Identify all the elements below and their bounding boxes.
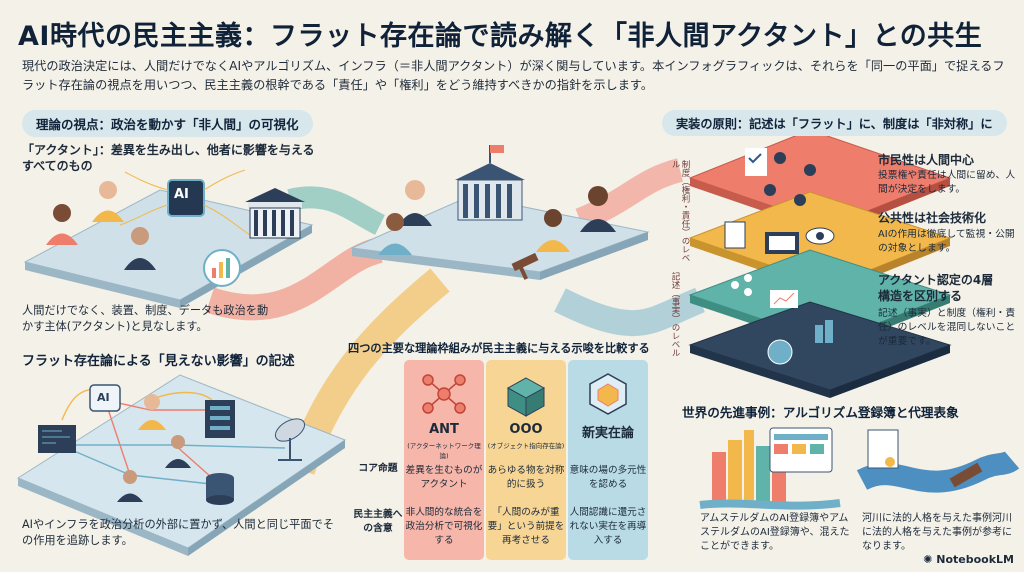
monitor-icon: [765, 232, 799, 254]
theory-pill: 理論の視点：政治を動かす「非人間」の可視化: [22, 110, 313, 137]
flat-ontology-heading: フラット存在論による「見えない影響」の記述: [22, 354, 295, 369]
person-icon-3: [124, 227, 156, 270]
cell-ooo-core: あらゆる物を対称的に扱う: [487, 465, 565, 490]
table-heading: 四つの主要な理論枠組みが民主主義に与える示唆を比較する: [348, 342, 650, 355]
ai-node-icon: [89, 384, 121, 412]
column-name-ooo: OOO: [509, 422, 543, 437]
cell-ant-implication: 非人間的な統合を政治分析で可視化する: [405, 507, 483, 546]
cell-ooo-implication: 「人間のみが重要」という前提を再考させる: [487, 507, 565, 546]
comparison-table: コア命題 民主主義への含意 ANT (アクターネットワーク理論) 差異を生むもの…: [352, 360, 652, 562]
column-sub-ooo: (オブジェクト指向存在論): [487, 442, 565, 450]
vertical-label-institution: 制度（権利・責任）のレベル: [670, 160, 690, 262]
capitol-building-icon: [455, 145, 525, 221]
person-icon-9: [165, 435, 191, 468]
ribbon-teal: [287, 186, 386, 235]
notebooklm-badge: ✺ NotebookLM: [923, 553, 1014, 566]
gavel-icon: [511, 252, 539, 280]
server-icon: [205, 400, 235, 438]
amsterdam-illustration: [699, 427, 841, 510]
column-ant: ANT (アクターネットワーク理論) 差異を生むものがアクタント 非人間的な統合…: [404, 360, 484, 560]
cell-ant-core: 差異を生むものがアクタント: [405, 465, 483, 490]
item-desc-citizenship: 投票権や責任は人間に留め、人間が決定をします。: [878, 170, 1016, 195]
ai-node-label: AI: [97, 391, 110, 404]
person-icon-5: [378, 213, 412, 255]
ai-chip-label: AI: [174, 187, 189, 202]
case-river: 河川に法的人格を与えた事例河川に法的人格を与えた事例が参考になります。: [862, 513, 1012, 552]
implementation-pill: 実装の原則：記述は「フラット」に、制度は「非対称」に: [662, 110, 1007, 136]
column-sub-ant: (アクターネットワーク理論): [407, 442, 481, 460]
cell-new-realism-core: 意味の場の多元性を認める: [569, 465, 647, 490]
globe-icon: [767, 339, 793, 365]
satellite-dish-icon: [274, 418, 306, 461]
intro-text: 現代の政治決定には、人間だけでなくAIやアルゴリズム、インフラ（＝非人間アクタン…: [22, 59, 1005, 92]
hexagon-icon: [589, 373, 627, 415]
eye-icon: [805, 227, 835, 245]
person-icon-4: [398, 180, 432, 226]
left-description-1: 人間だけでなく、装置、制度、データも政治を動かす主体(アクタント)と見なします。: [22, 304, 269, 333]
database-icon: [206, 473, 234, 505]
cell-new-realism-implication: 人間認識に還元されない実在を再導入する: [569, 507, 647, 546]
case-amsterdam: アムステルダムのAI登録簿やアムステルダムのAI登録簿や、混えたことができます。: [700, 513, 850, 552]
row-label-implication: 民主主義への含意: [353, 509, 403, 534]
document-icon: [724, 221, 746, 249]
network-node-icon: [731, 274, 752, 296]
person-icon-1: [46, 204, 78, 245]
person-icon-7: [580, 186, 616, 232]
page-title: AI時代の民主主義：フラット存在論で読み解く「非人間アクタント」との共生: [18, 21, 983, 52]
city-icon: [815, 320, 833, 343]
person-icon-10: [117, 470, 143, 502]
item-title-four-layers: アクタント認定の4層構造を区別する: [878, 273, 994, 303]
row-label-core: コア命題: [358, 463, 398, 474]
code-screen-icon: [38, 425, 76, 453]
cases-heading: 世界の先進事例：アルゴリズム登録簿と代理表象: [682, 405, 959, 420]
person-icon-2: [92, 181, 124, 222]
cube-icon: [506, 377, 546, 417]
network-icon: [422, 374, 466, 414]
column-name-new-realism: 新実在論: [581, 426, 634, 441]
column-ooo: OOO (オブジェクト指向存在論) あらゆる物を対称的に扱う 「人間のみが重要」…: [486, 360, 566, 560]
ribbon-blue: [554, 287, 705, 336]
left-description-2: AIやインフラを政治分析の外部に置かず、人間と同じ平面でその作用を追跡します。: [22, 518, 334, 547]
column-name-ant: ANT: [429, 422, 459, 437]
government-building-icon: [245, 188, 305, 239]
item-title-citizenship: 市民性は人間中心: [878, 153, 975, 167]
person-icon-8: [138, 394, 166, 430]
river-illustration: [856, 429, 1020, 493]
item-desc-four-layers: 記述（事実）と制度（権利・責任）のレベルを混同しないことが重要です。: [878, 308, 1016, 347]
voter-icons: [764, 152, 816, 206]
person-icon-6: [536, 209, 570, 252]
item-title-publicness: 公共性は社会技術化: [878, 211, 987, 225]
column-new-realism: 新実在論 意味の場の多元性を認める 人間認識に還元されない実在を再導入する: [568, 360, 648, 560]
checklist-icon: [745, 148, 767, 176]
actant-definition: 「アクタント」：差異を生み出し、他者に影響を与えるすべてのもの: [22, 143, 315, 173]
laptop-chart-icon: [770, 290, 798, 308]
ai-chip: [167, 179, 205, 217]
item-desc-publicness: AIの作用は徹底して監視・公開の対象とします。: [878, 229, 1015, 254]
vertical-label-description: 記述（事実）のレベル: [670, 272, 680, 357]
ribbon-coral-right: [575, 158, 684, 232]
notebooklm-logo-icon: ✺: [923, 553, 937, 566]
